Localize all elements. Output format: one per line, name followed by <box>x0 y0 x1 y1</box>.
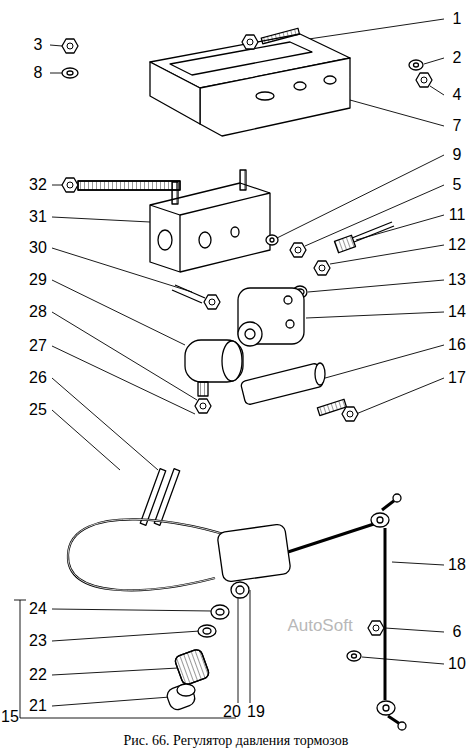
callout-number: 12 <box>448 237 466 253</box>
callout-number: 20 <box>223 704 241 720</box>
watermark: AutoSoft <box>287 617 352 634</box>
callout-number: 18 <box>448 557 466 573</box>
callout-number: 28 <box>29 304 47 320</box>
callout-number: 29 <box>29 272 47 288</box>
callout-number: 3 <box>34 37 43 53</box>
callout-number: 19 <box>247 704 265 720</box>
callout-number: 4 <box>453 87 462 103</box>
callout-number: 32 <box>29 177 47 193</box>
callout-number: 25 <box>29 402 47 418</box>
callout-number: 8 <box>34 65 43 81</box>
callout-number: 23 <box>29 633 47 649</box>
callout-number: 10 <box>448 656 466 672</box>
callout-number: 31 <box>29 209 47 225</box>
callout-number: 21 <box>29 698 47 714</box>
callout-number: 14 <box>448 304 466 320</box>
callout-number: 27 <box>29 338 47 354</box>
callout-number: 5 <box>453 177 462 193</box>
callout-number: 26 <box>29 370 47 386</box>
figure-caption: Рис. 66. Регулятор давления тормозов <box>0 733 472 749</box>
callout-number: 7 <box>453 118 462 134</box>
callout-number: 15 <box>1 709 19 725</box>
callout-number: 11 <box>449 207 466 223</box>
callout-number: 9 <box>453 147 462 163</box>
callout-number: 16 <box>448 337 466 353</box>
callout-number: 30 <box>29 240 47 256</box>
callout-number: 2 <box>453 50 462 66</box>
callout-number: 6 <box>453 624 462 640</box>
callout-number: 1 <box>453 11 462 27</box>
callout-number: 22 <box>29 667 47 683</box>
callout-number: 24 <box>29 601 47 617</box>
callout-number: 17 <box>448 370 466 386</box>
callout-number: 13 <box>448 272 466 288</box>
